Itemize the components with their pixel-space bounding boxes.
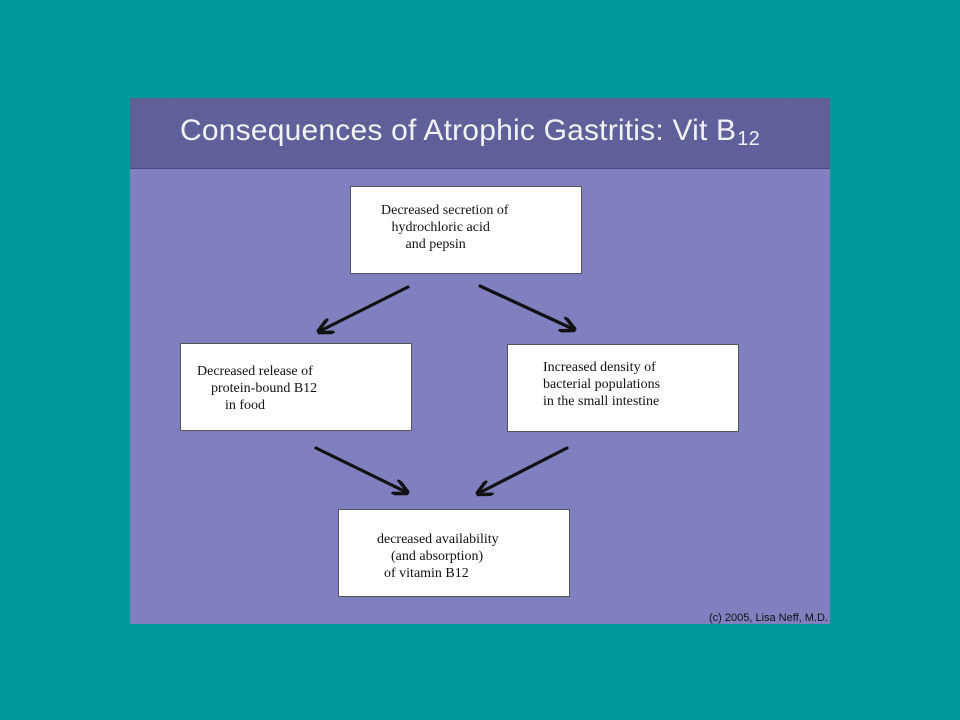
slide-title: Consequences of Atrophic Gastritis: Vit … bbox=[180, 114, 760, 151]
box-decreased-availability-text: decreased availability (and absorption) … bbox=[377, 532, 499, 581]
box-decreased-availability: decreased availability (and absorption) … bbox=[338, 509, 570, 597]
slide-title-subscript: 12 bbox=[737, 128, 760, 150]
arrow-top-to-left bbox=[320, 285, 410, 331]
box-decreased-secretion-text: Decreased secretion of hydrochloric acid… bbox=[381, 203, 509, 252]
slide: Consequences of Atrophic Gastritis: Vit … bbox=[130, 98, 830, 624]
arrow-right-to-bottom bbox=[479, 446, 569, 493]
arrow-left-to-bottom bbox=[314, 446, 406, 492]
box-increased-density: Increased density of bacterial populatio… bbox=[507, 344, 739, 432]
box-decreased-release-text: Decreased release of protein-bound B12 i… bbox=[197, 364, 318, 413]
box-decreased-secretion: Decreased secretion of hydrochloric acid… bbox=[350, 186, 582, 274]
box-increased-density-text: Increased density of bacterial populatio… bbox=[543, 360, 661, 409]
box-decreased-release: Decreased release of protein-bound B12 i… bbox=[180, 343, 412, 431]
copyright: (c) 2005, Lisa Neff, M.D. bbox=[708, 612, 828, 624]
title-bar-stripes bbox=[130, 98, 830, 168]
slide-title-main: Consequences of Atrophic Gastritis: Vit … bbox=[180, 114, 737, 147]
flow-arrows bbox=[130, 284, 830, 624]
arrow-top-to-right bbox=[478, 284, 573, 329]
title-bar: Consequences of Atrophic Gastritis: Vit … bbox=[130, 98, 830, 169]
